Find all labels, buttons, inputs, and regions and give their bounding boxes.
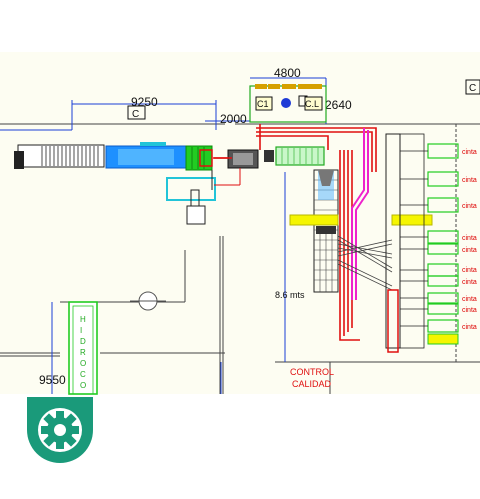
distribution-chutes xyxy=(337,235,393,291)
belt-label: cinta xyxy=(462,324,477,331)
settings-badge xyxy=(27,397,93,463)
hidrocooler-letter: I xyxy=(80,326,82,335)
packing-belts: cinta cinta cinta cinta cinta cinta xyxy=(385,133,477,353)
room-tag-c-right: C xyxy=(465,79,480,95)
belt-row: cinta xyxy=(400,243,477,255)
green-machine xyxy=(185,145,213,171)
room-tag-c1: C1 xyxy=(257,99,269,109)
belt-label: cinta xyxy=(462,267,477,274)
transfer-unit xyxy=(214,149,259,186)
dimension-9550: 9550 xyxy=(39,373,66,387)
belt-label: cinta xyxy=(462,203,477,210)
dimension-4800: 4800 xyxy=(274,66,301,80)
hidrocooler-letter: C xyxy=(80,370,86,379)
dimension-2000: 2000 xyxy=(220,112,247,126)
magenta-piping xyxy=(351,128,369,300)
building-walls xyxy=(0,123,480,394)
belt-row: cinta xyxy=(400,292,477,304)
svg-text:C: C xyxy=(469,83,476,94)
belt-label: cinta xyxy=(462,177,477,184)
belt-row: cinta xyxy=(400,171,477,187)
hidrocooler-letter: O xyxy=(80,359,86,368)
pump-icon xyxy=(281,98,291,108)
room-tag-cl: C.L xyxy=(305,99,319,109)
belt-row: cinta xyxy=(400,303,477,315)
belt-row: cinta xyxy=(400,197,477,213)
cyan-hopper xyxy=(166,170,216,225)
hidrocooler-letter: O xyxy=(80,381,86,390)
hidrocooler-letter: D xyxy=(80,337,86,346)
belt-label: cinta xyxy=(462,279,477,286)
receiving-conveyor xyxy=(14,144,105,169)
svg-text:C: C xyxy=(132,109,139,120)
upper-room: C1 C.L xyxy=(249,84,327,123)
dimension-2640: 2640 xyxy=(325,98,352,112)
belt-label: cinta xyxy=(462,307,477,314)
belt-label: cinta xyxy=(462,296,477,303)
belt-row: cinta xyxy=(400,275,477,287)
dimension-86-mts: 8.6 mts xyxy=(275,290,305,300)
belt-row: cinta xyxy=(400,143,477,159)
svg-text:CALIDAD: CALIDAD xyxy=(292,379,332,389)
belt-row: cinta xyxy=(400,230,477,244)
belt-label: cinta xyxy=(462,149,477,156)
sorting-conveyor xyxy=(264,146,325,166)
central-elevator xyxy=(313,169,339,293)
yellow-conveyor xyxy=(289,214,433,226)
red-piping xyxy=(213,124,377,341)
hidrocooler-letter: R xyxy=(80,348,86,357)
hidrocooler-letter: H xyxy=(80,315,86,324)
gear-icon xyxy=(41,411,79,449)
hidrocooler-unit: H I D R O C O xyxy=(68,301,98,395)
belt-label: cinta xyxy=(462,235,477,242)
room-tag-c: C xyxy=(127,105,146,120)
belt-label: cinta xyxy=(462,247,477,254)
section-marker xyxy=(130,291,166,311)
control-calidad-label: CONTROL CALIDAD xyxy=(290,367,334,389)
svg-text:CONTROL: CONTROL xyxy=(290,367,334,377)
belt-row: cinta xyxy=(400,319,477,333)
washer-section xyxy=(105,142,187,169)
